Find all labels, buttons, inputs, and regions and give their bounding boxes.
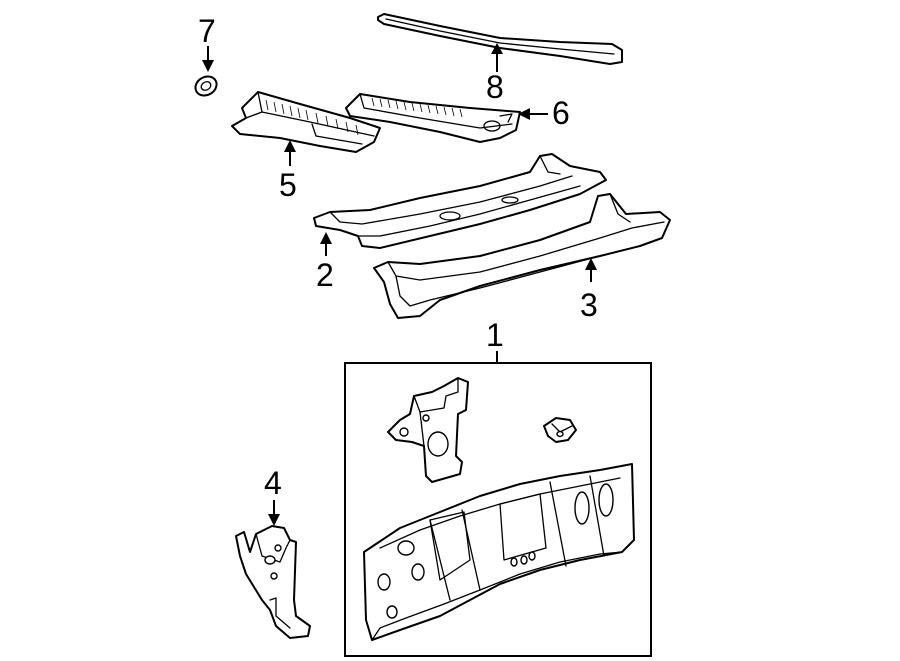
callout-2-arrow	[320, 232, 332, 256]
part-5-left-cowl-grille	[231, 91, 381, 153]
part-1-dash-panel	[363, 463, 635, 641]
callout-3-arrow	[585, 258, 597, 282]
callout-1: 1	[486, 317, 504, 353]
callout-5: 5	[279, 167, 297, 203]
callout-4-arrow	[268, 500, 280, 526]
part-7-grommet	[194, 75, 218, 97]
part-1-assembly-frame	[344, 362, 652, 657]
part-8-seal	[377, 13, 623, 65]
callout-8: 8	[486, 69, 504, 105]
callout-6: 6	[552, 95, 570, 131]
callout-6-arrow	[518, 108, 548, 120]
part-1-bracket	[387, 377, 469, 483]
part-2-upper-cowl-panel	[313, 153, 607, 249]
callout-2: 2	[316, 257, 334, 293]
callout-3: 3	[580, 287, 598, 323]
part-3-lower-cowl-panel	[373, 193, 671, 319]
part-1-clip	[543, 417, 577, 443]
callout-5-arrow	[284, 140, 296, 166]
callout-4: 4	[264, 465, 282, 501]
callout-8-arrow	[491, 43, 503, 72]
callout-7-arrow	[202, 46, 214, 72]
callout-7: 7	[198, 13, 216, 49]
part-6-right-cowl-grille	[345, 93, 521, 143]
part-4-pillar-bracket	[235, 525, 311, 639]
